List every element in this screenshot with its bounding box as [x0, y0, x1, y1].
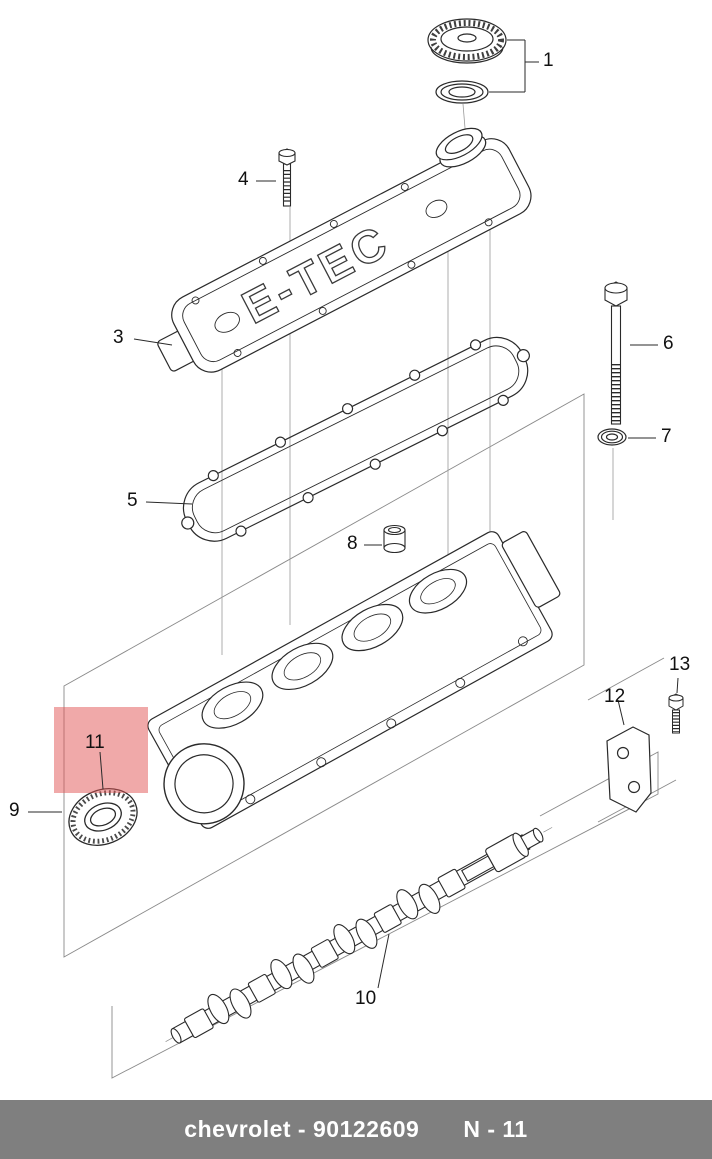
callout-7[interactable]: 7 [661, 426, 672, 447]
callout-1[interactable]: 1 [543, 50, 554, 71]
callout-9[interactable]: 9 [9, 800, 20, 821]
part-13-screw [668, 693, 684, 734]
part-1-oil-filler-cap [427, 18, 539, 104]
callout-5[interactable]: 5 [127, 490, 138, 511]
footer-bar: chevrolet - 90122609 N - 11 [0, 1100, 712, 1159]
highlight-region [54, 707, 148, 793]
part-6-bolt [604, 281, 628, 425]
callout-11[interactable]: 11 [85, 732, 105, 753]
leader-lines [28, 180, 679, 989]
footer-part-info: chevrolet - 90122609 [184, 1116, 420, 1142]
callout-4[interactable]: 4 [238, 169, 249, 190]
callout-12[interactable]: 12 [604, 686, 626, 707]
callout-6[interactable]: 6 [663, 333, 674, 354]
part-9-cylinder-head [147, 531, 561, 829]
callout-3[interactable]: 3 [113, 327, 124, 348]
part-7-washer [597, 428, 627, 446]
part-5-gasket [181, 336, 530, 542]
part-4-bolt [278, 148, 296, 207]
callout-10[interactable]: 10 [355, 988, 377, 1009]
footer-page-ref: N - 11 [463, 1116, 528, 1142]
part-10-camshaft [165, 827, 553, 1044]
part-8-plug [383, 524, 406, 554]
part-12-bracket [606, 726, 652, 813]
callout-13[interactable]: 13 [669, 654, 691, 675]
callout-8[interactable]: 8 [347, 533, 358, 554]
